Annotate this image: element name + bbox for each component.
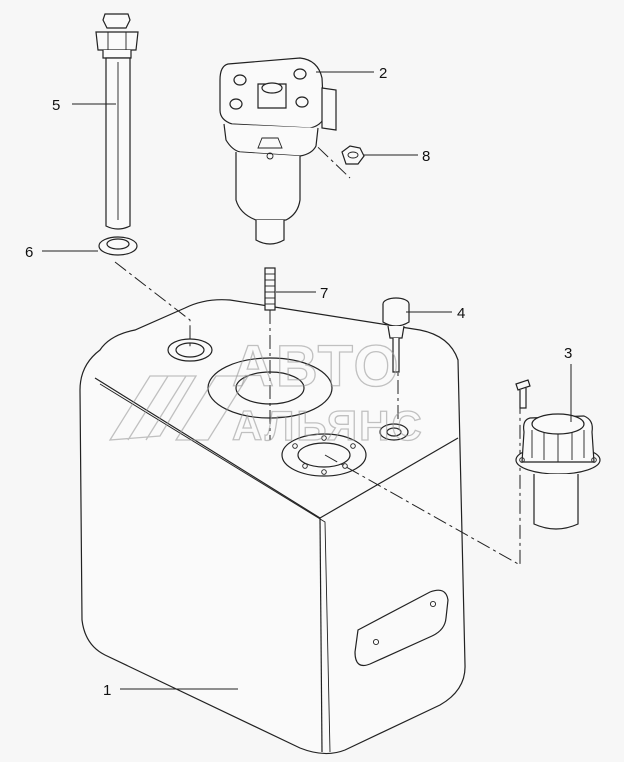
callout-1: 1 xyxy=(103,682,111,699)
watermark-line2: АЛЬЯНС xyxy=(232,402,424,449)
callouts: 5 6 2 8 7 4 3 1 xyxy=(25,65,572,699)
callout-4: 4 xyxy=(457,305,465,322)
callout-3: 3 xyxy=(564,345,572,362)
callout-8: 8 xyxy=(422,148,430,165)
callout-7: 7 xyxy=(320,285,328,302)
callout-6: 6 xyxy=(25,244,33,261)
nut-part xyxy=(341,145,365,165)
washer-part xyxy=(98,236,138,256)
watermark-line1: АВТО xyxy=(232,334,401,399)
sender-part xyxy=(515,379,601,530)
breather-part xyxy=(382,297,410,373)
callout-5: 5 xyxy=(52,97,60,114)
stud-part xyxy=(264,267,276,311)
callout-2: 2 xyxy=(379,65,387,82)
watermark-emblem-icon xyxy=(108,375,250,441)
pipe-part xyxy=(95,13,139,230)
filter-part xyxy=(219,57,337,245)
watermark-logo: АВТО АЛЬЯНС xyxy=(108,333,424,450)
